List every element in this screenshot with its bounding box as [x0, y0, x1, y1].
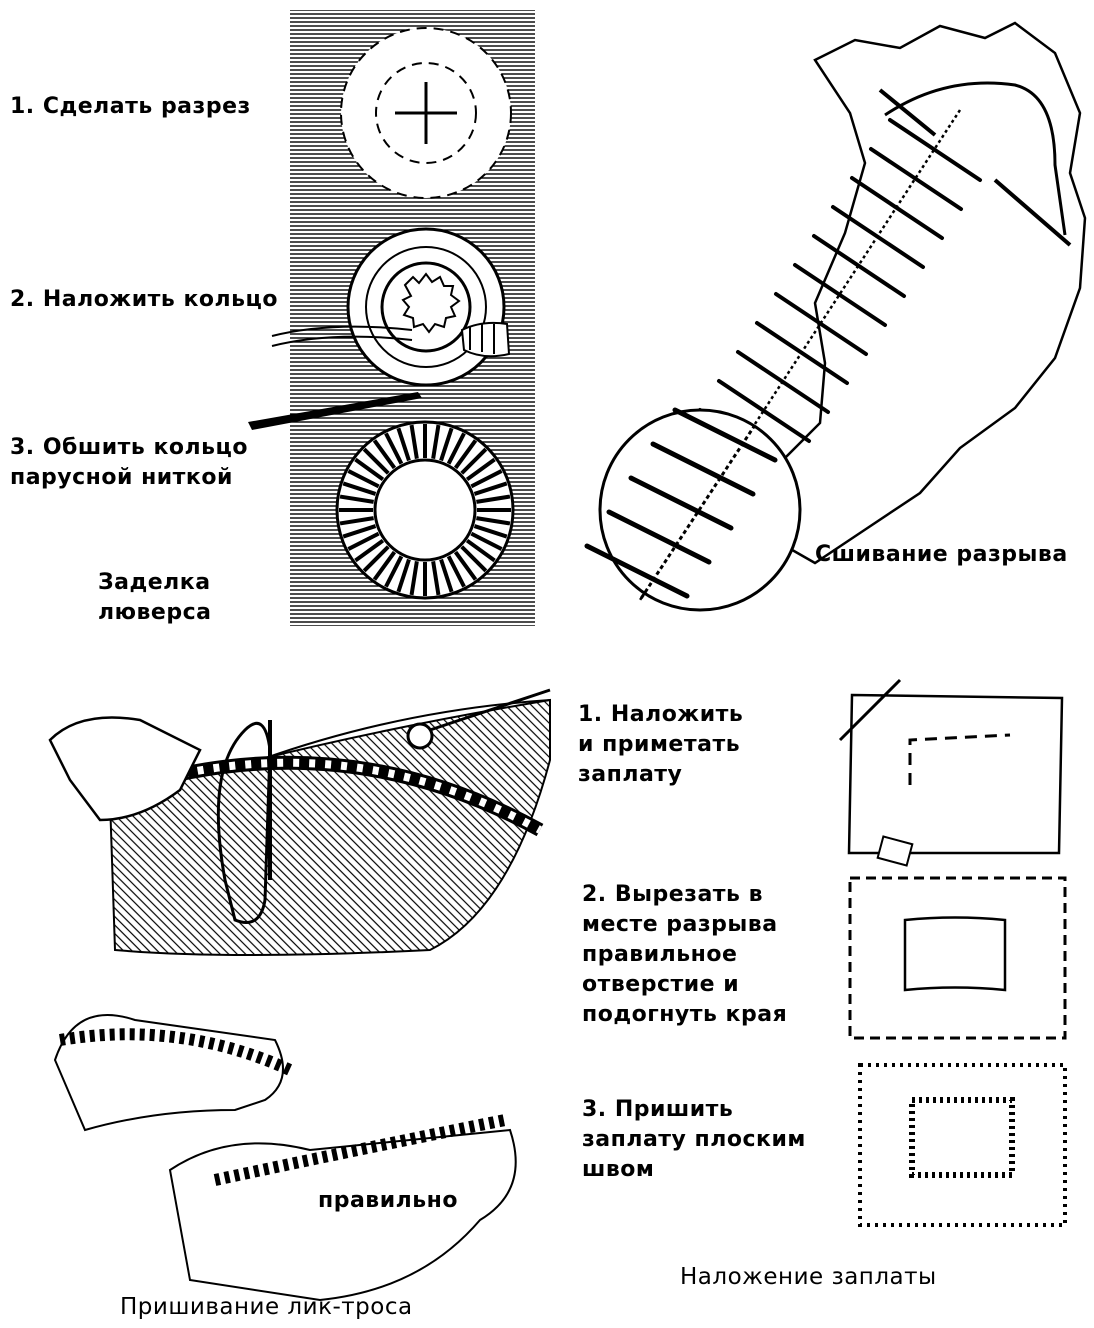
grommet-step1-label: 1. Сделать разрез	[10, 92, 251, 122]
grommet-step3-label: 3. Обшить кольцо парусной ниткой	[10, 433, 248, 493]
patch-step1-line1: 1. Наложить	[578, 700, 743, 730]
grommet-step1-cut	[341, 28, 511, 198]
grommet-step3-line1: 3. Обшить кольцо	[10, 433, 248, 463]
patch-step3-line2: заплату плоским	[582, 1125, 806, 1155]
grommet-caption-line1: Заделка	[98, 568, 211, 598]
patch-step1-figure	[840, 680, 1062, 866]
grommet-caption: Заделка люверса	[98, 568, 211, 628]
grommet-step2-label: 2. Наложить кольцо	[10, 285, 278, 315]
patch-step3-line3: швом	[582, 1155, 806, 1185]
tear-caption: Сшивание разрыва	[815, 540, 1068, 570]
boltrope-illustration	[50, 690, 550, 1300]
grommet-step3-stitched	[337, 422, 513, 598]
patch-step3-label: 3. Пришить заплату плоским швом	[582, 1095, 806, 1185]
patch-step2-line5: подогнуть края	[582, 1000, 787, 1030]
patch-step1-line3: заплату	[578, 760, 743, 790]
grommet-panel	[248, 10, 535, 626]
patch-step2-line3: правильное	[582, 940, 787, 970]
tear-stitching-illustration	[587, 23, 1085, 610]
boltrope-caption: Пришивание лик-троса	[120, 1292, 413, 1322]
boltrope-correct-label: правильно	[318, 1186, 458, 1216]
patch-illustrations	[840, 680, 1065, 1225]
patch-step2-label: 2. Вырезать в месте разрыва правильное о…	[582, 880, 787, 1030]
patch-step2-line2: месте разрыва	[582, 910, 787, 940]
patch-caption: Наложение заплаты	[680, 1262, 937, 1292]
patch-step1-line2: и приметать	[578, 730, 743, 760]
patch-step1-label: 1. Наложить и приметать заплату	[578, 700, 743, 790]
patch-step3-figure	[860, 1065, 1065, 1225]
patch-step3-line1: 3. Пришить	[582, 1095, 806, 1125]
patch-step2-line1: 2. Вырезать в	[582, 880, 787, 910]
grommet-step3-line2: парусной ниткой	[10, 463, 248, 493]
grommet-caption-line2: люверса	[98, 598, 211, 628]
patch-step2-line4: отверстие и	[582, 970, 787, 1000]
patch-step2-figure	[850, 878, 1065, 1038]
